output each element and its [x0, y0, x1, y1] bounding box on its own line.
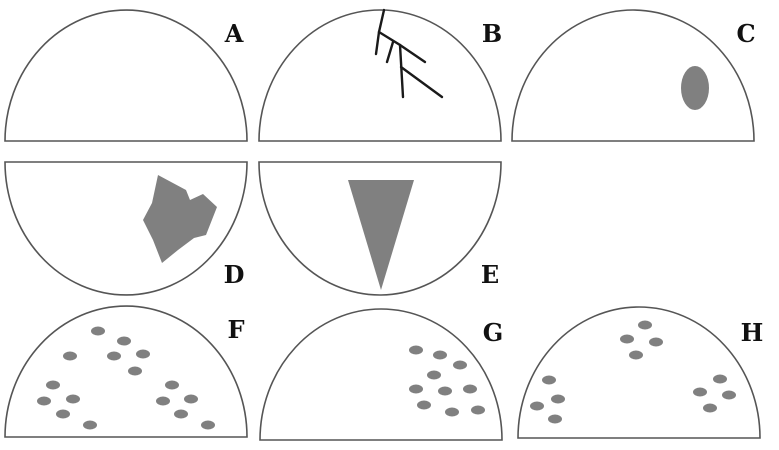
- dot: [693, 387, 707, 397]
- dot: [409, 345, 423, 355]
- dot: [128, 366, 142, 376]
- dot: [156, 396, 170, 406]
- panel-label-e: E: [481, 260, 499, 289]
- dome-outline: [511, 9, 755, 142]
- dot: [463, 384, 477, 394]
- dot-cluster-right: [693, 374, 736, 413]
- dot: [445, 407, 459, 417]
- panel-d: D: [4, 161, 248, 296]
- dot: [201, 420, 215, 430]
- vessel-line: [385, 40, 395, 64]
- panel-label-b: B: [482, 19, 502, 48]
- dot: [542, 375, 556, 385]
- dot: [66, 394, 80, 404]
- wedge-mark: [348, 180, 414, 290]
- dome-outline: [259, 308, 503, 441]
- dot: [165, 380, 179, 390]
- dot: [184, 394, 198, 404]
- dot: [433, 350, 447, 360]
- oval-mark: [681, 66, 709, 110]
- panel-label-h: H: [741, 318, 764, 347]
- dot: [703, 403, 717, 413]
- panel-h: H: [517, 306, 764, 439]
- vessel-line: [399, 65, 444, 99]
- dot: [83, 420, 97, 430]
- bowl-outline: [4, 161, 248, 296]
- dot: [417, 400, 431, 410]
- dot: [453, 360, 467, 370]
- dot: [638, 320, 652, 330]
- panel-e: E: [258, 161, 502, 296]
- dot: [56, 409, 70, 419]
- dot: [63, 351, 77, 361]
- dot: [620, 334, 634, 344]
- panel-g: G: [259, 308, 504, 441]
- dot: [409, 384, 423, 394]
- dot-cluster-top: [620, 320, 663, 360]
- dome-outline: [4, 305, 248, 438]
- dot: [107, 351, 121, 361]
- dot: [548, 414, 562, 424]
- panel-b: B: [258, 8, 502, 142]
- panel-label-g: G: [483, 318, 504, 347]
- panel-label-d: D: [224, 260, 245, 289]
- dot: [136, 349, 150, 359]
- dot-cluster-left: [530, 375, 565, 424]
- panel-f: F: [4, 305, 248, 438]
- dot: [427, 370, 441, 380]
- dot: [551, 394, 565, 404]
- irregular-mark: [143, 175, 217, 263]
- dot: [530, 401, 544, 411]
- dot: [713, 374, 727, 384]
- dot: [649, 337, 663, 347]
- dome-outline: [4, 9, 248, 142]
- dot: [629, 350, 643, 360]
- dot-group: [37, 326, 215, 430]
- dome-outline: [517, 306, 761, 439]
- dot: [174, 409, 188, 419]
- panel-label-c: C: [736, 19, 755, 48]
- dot: [46, 380, 60, 390]
- dot: [91, 326, 105, 336]
- panel-c: C: [511, 9, 756, 142]
- dot: [471, 405, 485, 415]
- dot: [438, 386, 452, 396]
- dot-group: [409, 345, 485, 417]
- branching-vessel: [374, 8, 444, 99]
- dot: [37, 396, 51, 406]
- dot: [722, 390, 736, 400]
- panel-a: A: [4, 9, 248, 142]
- vessel-line: [398, 43, 427, 64]
- panel-label-a: A: [224, 19, 244, 48]
- dot: [117, 336, 131, 346]
- panel-label-f: F: [227, 315, 244, 344]
